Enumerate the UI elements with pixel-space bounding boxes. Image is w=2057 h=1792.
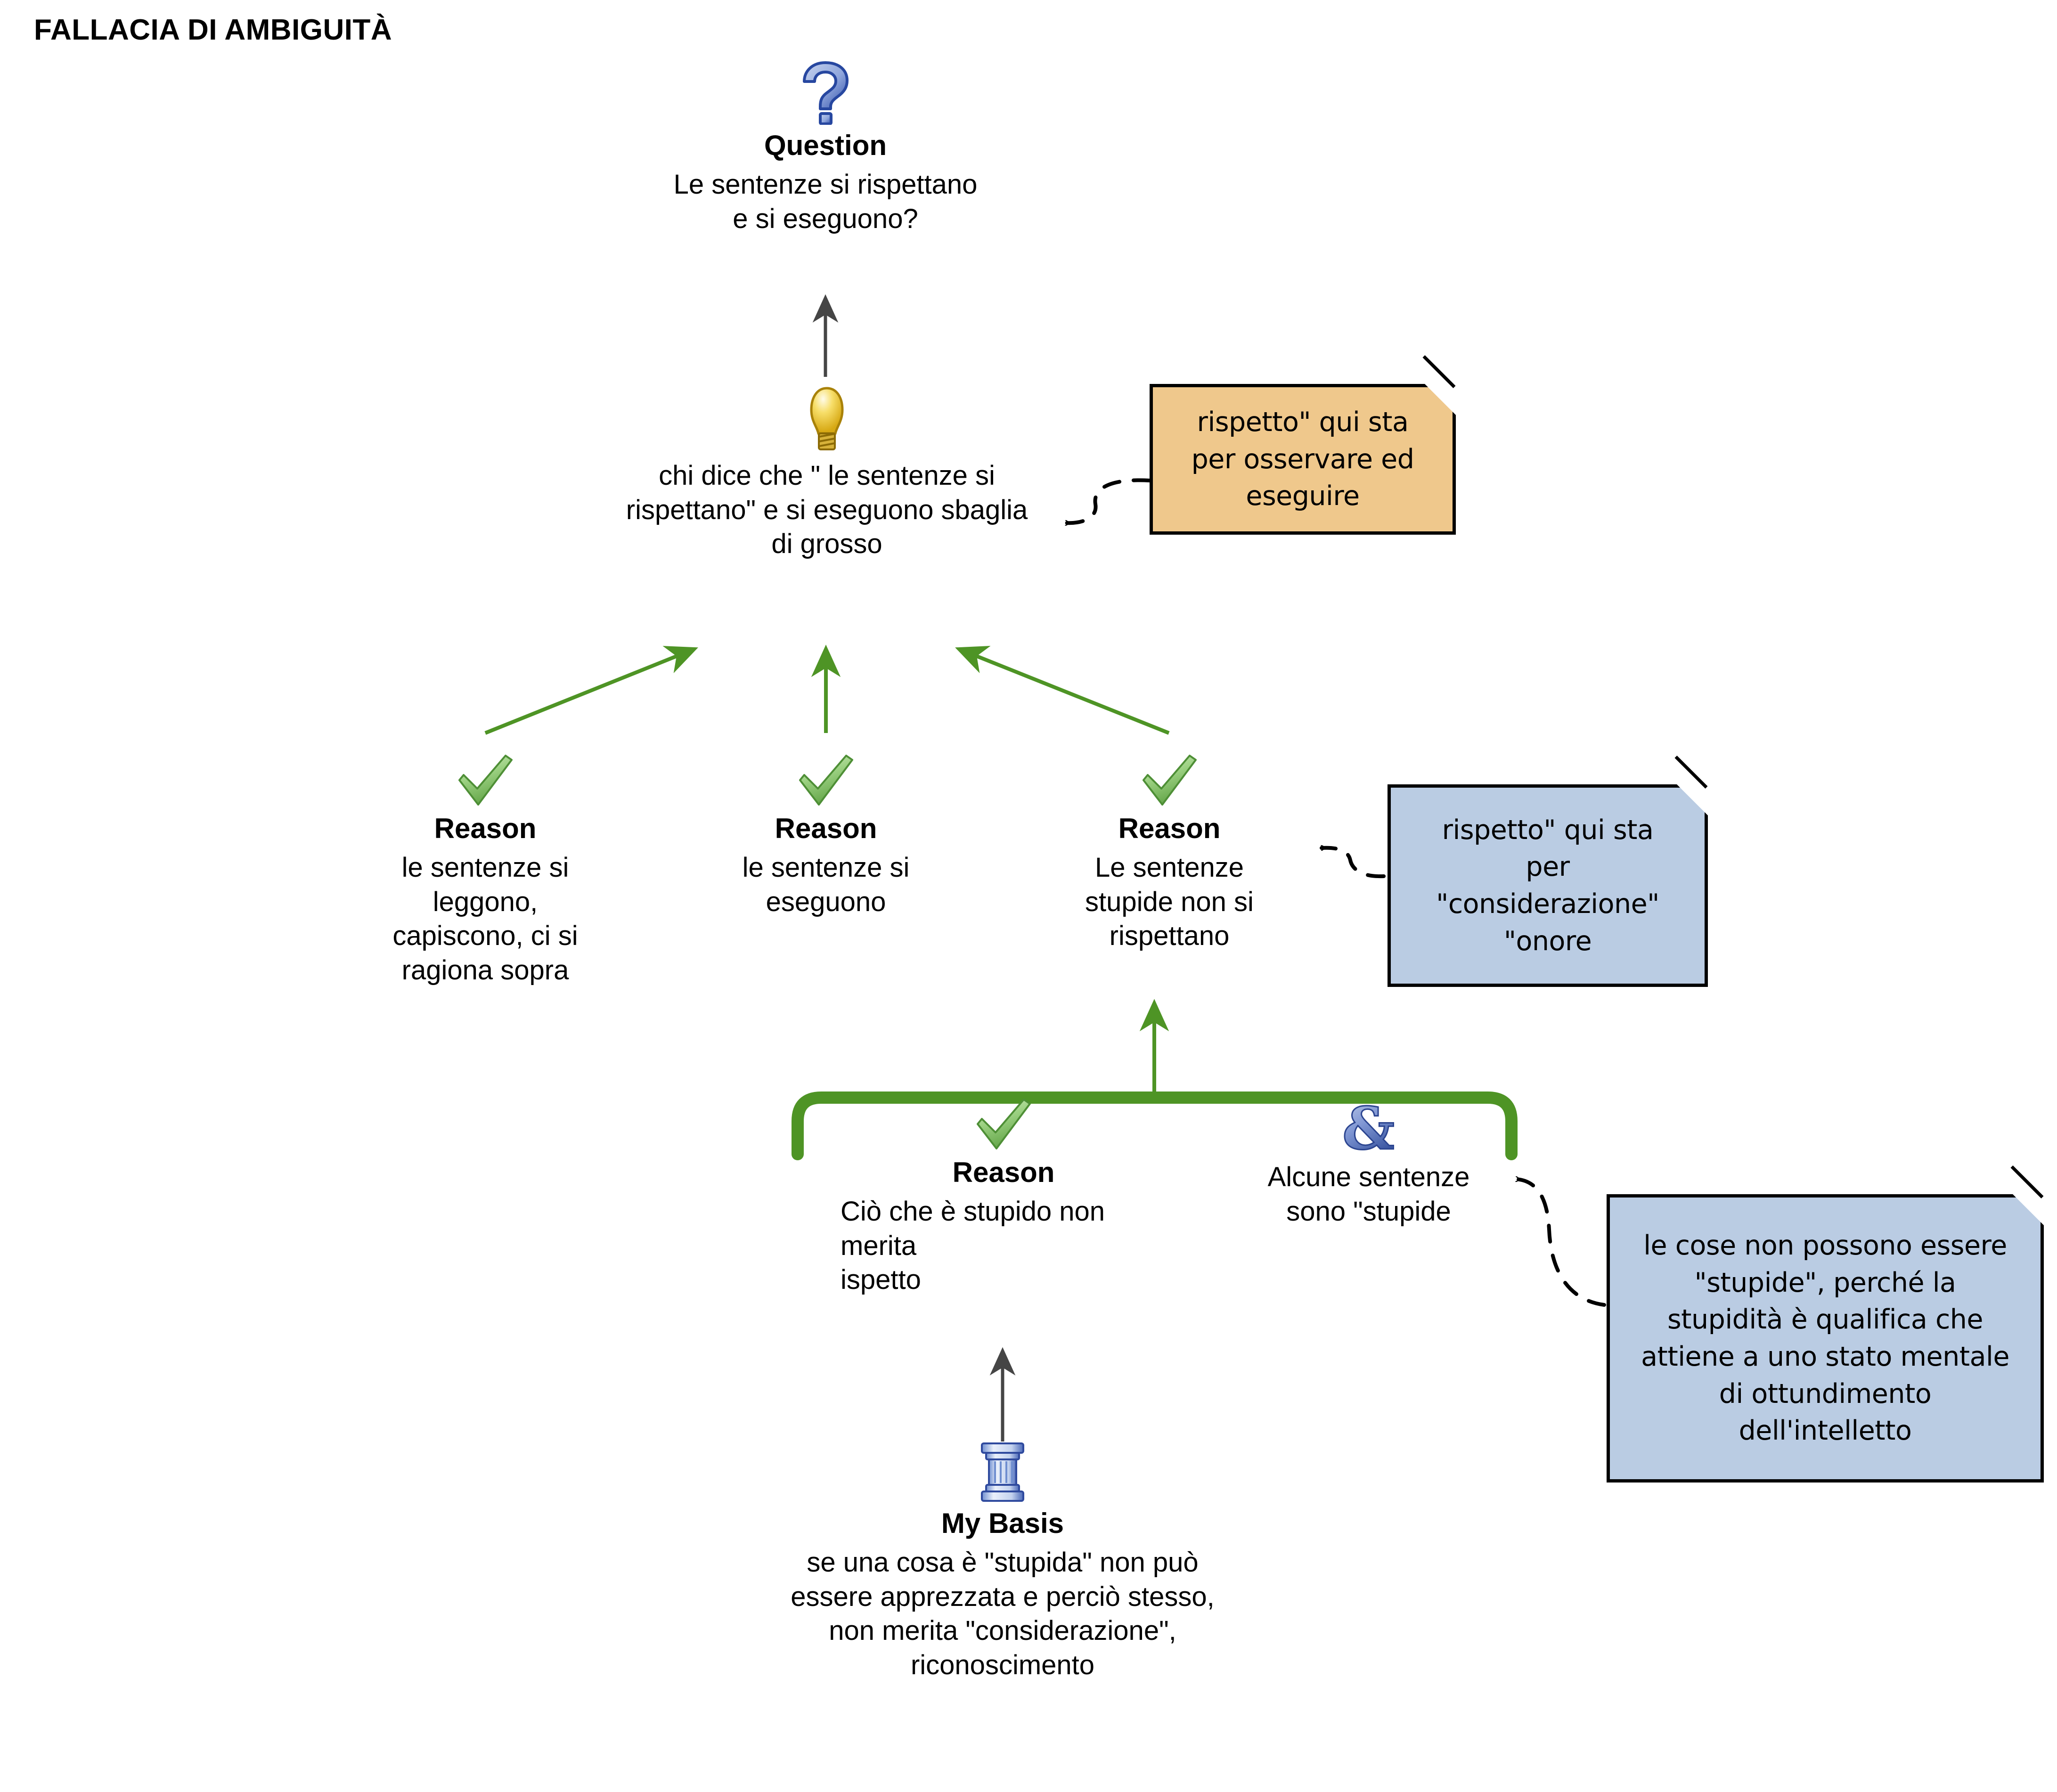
edge-reason1-to-claim <box>484 646 698 735</box>
node-text: Ciò che è stupido non merita ispetto <box>841 1196 1105 1295</box>
connector-blue-mid-note <box>1320 848 1386 879</box>
node-text: Le sentenze si rispettano e si eseguono? <box>673 169 978 234</box>
node-co-premise[interactable]: & Alcune sentenze sono "stupide <box>1223 1100 1515 1229</box>
node-reason-1[interactable]: Reason le sentenze si leggono, capiscono… <box>344 754 627 987</box>
green-check-icon <box>1028 754 1311 808</box>
pillar-icon <box>720 1442 1285 1503</box>
node-my-basis[interactable]: My Basis se una cosa è "stupida" non può… <box>720 1442 1285 1682</box>
node-type-label: Reason <box>434 813 537 844</box>
node-text: Alcune sentenze sono "stupide <box>1267 1162 1470 1227</box>
svg-text:&: & <box>1343 1100 1394 1156</box>
node-type-label: Question <box>764 130 887 161</box>
note-orange-top[interactable]: rispetto" qui sta per osservare ed esegu… <box>1150 355 1456 535</box>
page-fold-icon <box>1425 384 1456 415</box>
node-text: Le sentenze stupide non si rispettano <box>1085 852 1254 952</box>
edge-reason3-to-claim <box>955 646 1170 735</box>
node-type-label: Reason <box>1118 813 1221 844</box>
page-fold-icon <box>1677 784 1708 815</box>
green-check-icon <box>685 754 967 808</box>
green-check-icon <box>344 754 627 808</box>
note-blue-mid[interactable]: rispetto" qui sta per "considerazione" "… <box>1388 755 1708 987</box>
connector-blue-bottom-note <box>1514 1179 1606 1307</box>
question-mark-icon <box>637 61 1014 125</box>
node-type-label: Reason <box>775 813 877 844</box>
node-reason-4[interactable]: Reason Ciò che è stupido non merita ispe… <box>834 1098 1173 1297</box>
page-fold-line-icon <box>2010 1165 2044 1198</box>
node-type-label: Reason <box>952 1157 1055 1188</box>
node-text: le sentenze si leggono, capiscono, ci si… <box>392 852 578 986</box>
green-check-icon <box>834 1098 1173 1152</box>
node-text: chi dice che " le sentenze si rispettano… <box>626 460 1028 559</box>
note-text: rispetto" qui sta per "considerazione" "… <box>1436 814 1659 957</box>
note-text: le cose non possono essere "stupide", pe… <box>1641 1230 2009 1447</box>
page-fold-line-icon <box>1674 755 1708 789</box>
node-reason-3[interactable]: Reason Le sentenze stupide non si rispet… <box>1028 754 1311 953</box>
page-fold-icon <box>2013 1194 2044 1225</box>
page-fold-line-icon <box>1422 355 1456 388</box>
node-type-label: My Basis <box>941 1507 1064 1539</box>
node-claim[interactable]: chi dice che " le sentenze si rispettano… <box>565 386 1088 562</box>
node-text: se una cosa è "stupida" non può essere a… <box>791 1547 1215 1680</box>
note-blue-bottom[interactable]: le cose non possono essere "stupide", pe… <box>1607 1165 2044 1482</box>
node-reason-2[interactable]: Reason le sentenze si eseguono <box>685 754 967 919</box>
page-title: FALLACIA DI AMBIGUITÀ <box>34 14 392 46</box>
node-text: le sentenze si eseguono <box>742 852 910 917</box>
ampersand-icon: & <box>1223 1100 1515 1156</box>
node-question[interactable]: Question Le sentenze si rispettano e si … <box>637 61 1014 236</box>
note-text: rispetto" qui sta per osservare ed esegu… <box>1191 407 1414 512</box>
lightbulb-icon <box>565 386 1088 452</box>
